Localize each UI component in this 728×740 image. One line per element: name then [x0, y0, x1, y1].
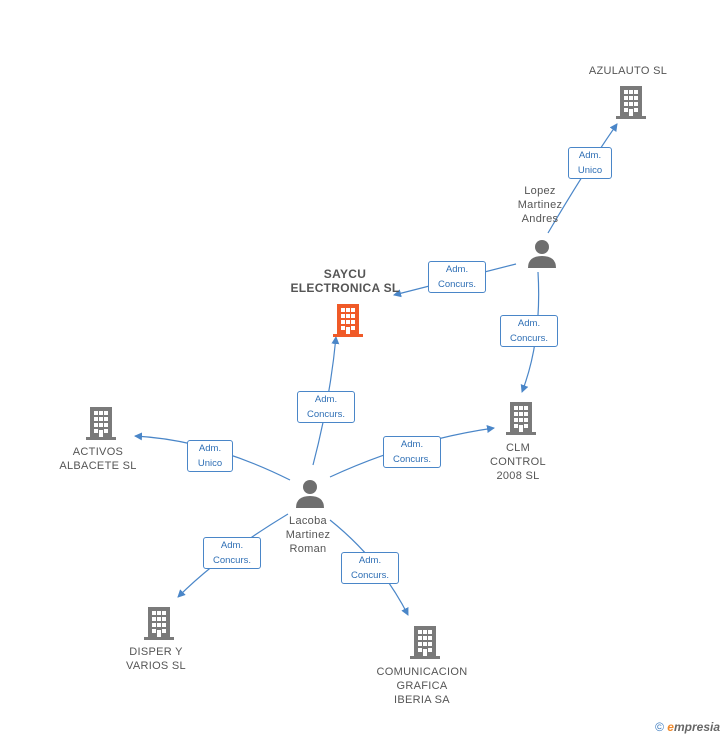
building-icon[interactable] — [504, 400, 538, 436]
node-label-azulauto: AZULAUTO SL — [588, 65, 668, 77]
building-icon[interactable] — [142, 605, 176, 641]
building-icon[interactable] — [408, 624, 442, 660]
brand-logo-e: e — [667, 720, 674, 734]
edge-label-lacoba-saycu: Adm. Concurs. — [297, 391, 355, 423]
person-icon[interactable] — [527, 239, 557, 269]
edge-label-lopez-clm: Adm. Concurs. — [500, 315, 558, 347]
edge-label-lopez-saycu: Adm. Concurs. — [428, 261, 486, 293]
brand-logo-text: mpresia — [673, 720, 720, 734]
node-label-clm: CLM CONTROL 2008 SL — [490, 442, 546, 482]
building-icon[interactable] — [331, 302, 365, 338]
building-icon[interactable] — [84, 405, 118, 441]
edge-label-lacoba-disper: Adm. Concurs. — [203, 537, 261, 569]
person-icon[interactable] — [295, 479, 325, 509]
node-label-comunicacion: COMUNICACION GRAFICA IBERIA SA — [376, 666, 468, 706]
edge-label-lacoba-clm: Adm. Concurs. — [383, 436, 441, 468]
node-label-lopez: Lopez Martinez Andres — [517, 185, 563, 225]
copyright-icon: © — [655, 720, 664, 734]
node-label-activos: ACTIVOS ALBACETE SL — [59, 446, 137, 472]
node-label-disper: DISPER Y VARIOS SL — [126, 646, 186, 672]
node-label-saycu: SAYCU ELECTRONICA SL — [290, 267, 400, 295]
node-label-lacoba: Lacoba Martinez Roman — [285, 515, 331, 555]
edge-label-lacoba-activos: Adm. Unico — [187, 440, 233, 472]
brand-watermark: © empresia — [655, 720, 720, 734]
edge-label-lacoba-comunicacion: Adm. Concurs. — [341, 552, 399, 584]
edge-label-lopez-azulauto: Adm. Unico — [568, 147, 612, 179]
building-icon[interactable] — [614, 84, 648, 120]
